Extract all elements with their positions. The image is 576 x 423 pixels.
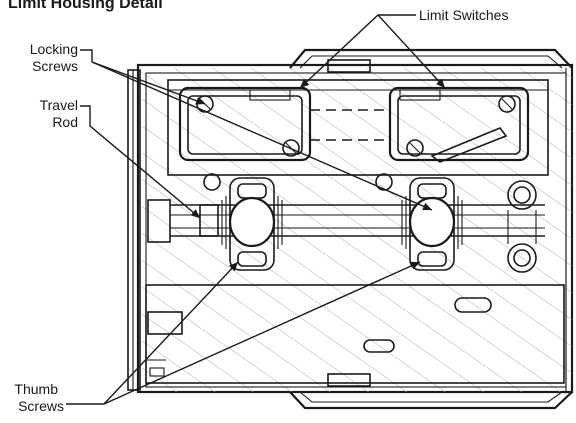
thumb-screw-right <box>401 177 463 271</box>
limit-switch-right <box>388 86 530 163</box>
leader-locking-bracket <box>80 49 93 62</box>
lower-plate <box>145 284 565 384</box>
leader-travel-rod <box>80 105 201 219</box>
thumb-screw-left <box>221 177 283 271</box>
bottom-slot <box>327 373 371 387</box>
left-lower-tab <box>147 311 183 335</box>
pivot-right <box>375 173 393 191</box>
switch-lever <box>430 127 508 163</box>
bottom-tab <box>289 391 573 410</box>
top-tab <box>289 48 573 69</box>
pivot-left <box>203 173 221 191</box>
callout-locking-line2: Screws <box>32 58 78 74</box>
callout-locking-line1: Locking <box>30 41 78 57</box>
lower-oblong-slot-2 <box>363 339 395 353</box>
left-mount-tab <box>147 199 171 243</box>
callout-limit-switches: Limit Switches <box>419 7 508 23</box>
callout-travel-line1: Travel <box>40 97 78 113</box>
leader-limit-switch-right <box>377 14 446 89</box>
housing-body <box>127 48 574 410</box>
top-slot <box>327 59 371 73</box>
callout-travel-line2: Rod <box>52 114 78 130</box>
limit-switch-left <box>178 86 312 162</box>
leader-thumb-screw-right <box>103 261 421 405</box>
switch-plate <box>167 79 549 176</box>
leader-locking-screw-right <box>91 61 433 211</box>
switch-screw-icon <box>282 139 300 157</box>
switch-screw-icon <box>406 139 424 157</box>
leader-lines <box>66 14 446 405</box>
lower-oblong-slot-1 <box>454 297 492 313</box>
leader-thumb-screw-left <box>103 261 239 405</box>
diagram-title: Limit Housing Detail <box>8 0 163 12</box>
leader-locking-screw-left <box>91 61 206 105</box>
callout-thumb-line2: Screws <box>18 398 64 414</box>
right-mount-holes <box>507 180 537 273</box>
callout-thumb-line1: Thumb <box>14 381 58 397</box>
glass-hatching <box>142 68 572 392</box>
switch-screw-icon <box>498 95 516 113</box>
